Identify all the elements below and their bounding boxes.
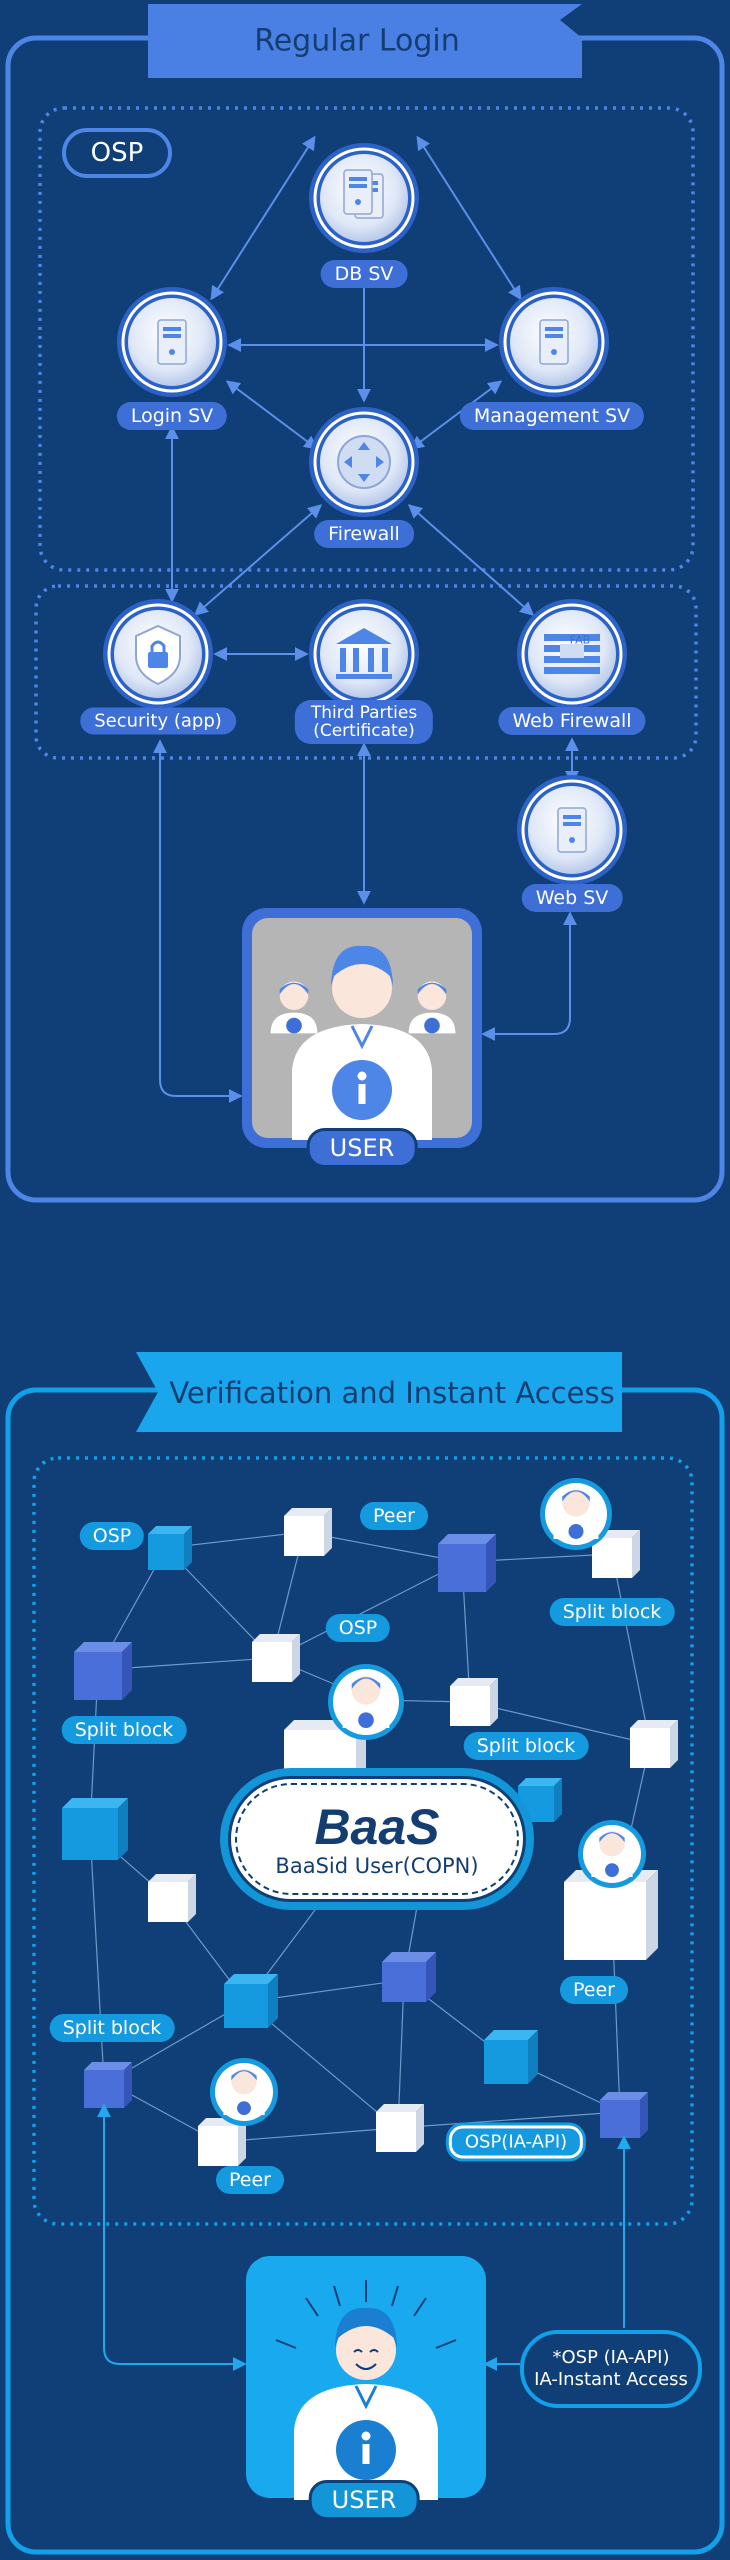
split-block-label-4: Split block xyxy=(49,2014,175,2042)
split-block-label-1: Split block xyxy=(549,1598,675,1626)
login-server-node xyxy=(117,287,227,397)
service-zone xyxy=(34,584,698,760)
firewall-label: Firewall xyxy=(314,520,414,548)
osp-tag: OSP xyxy=(62,128,172,178)
baas-title: BaaS xyxy=(314,1799,440,1855)
instant-access-note: *OSP (IA-API) IA-Instant Access xyxy=(520,2330,702,2408)
db-server-label: DB SV xyxy=(320,260,408,288)
peer-avatars xyxy=(210,1478,646,2126)
split-block-label-3: Split block xyxy=(463,1732,589,1760)
osp-label-2: OSP xyxy=(325,1614,391,1642)
db-server-node xyxy=(309,143,419,253)
regular-user-card xyxy=(242,908,482,1148)
firewall-node xyxy=(309,407,419,517)
web-firewall-label: Web Firewall xyxy=(498,707,646,735)
management-server-label: Management SV xyxy=(459,402,645,430)
regular-user-label: USER xyxy=(306,1128,418,1168)
management-server-node xyxy=(499,287,609,397)
security-app-node xyxy=(103,599,213,709)
access-arrows xyxy=(97,2103,631,2371)
peer-label-1: Peer xyxy=(360,1502,428,1530)
fab-icon-text: FAB xyxy=(569,633,591,647)
verified-user-label: USER xyxy=(308,2480,420,2520)
baas-badge: BaaS BaaSid User(COPN) xyxy=(220,1768,534,1910)
baas-subtitle: BaaSid User(COPN) xyxy=(275,1854,479,1878)
osp-ia-api-label: OSP(IA-API) xyxy=(448,2125,584,2159)
web-server-label: Web SV xyxy=(521,884,623,912)
third-parties-label: Third Parties(Certificate) xyxy=(294,700,434,744)
osp-label-1: OSP xyxy=(79,1522,145,1550)
security-app-label: Security (app) xyxy=(80,707,236,735)
login-server-label: Login SV xyxy=(116,402,228,430)
third-parties-node xyxy=(309,599,419,709)
peer-label-2: Peer xyxy=(560,1976,628,2004)
regular-login-title: Regular Login xyxy=(254,23,460,59)
login-connections xyxy=(153,135,579,1103)
split-block-label-2: Split block xyxy=(61,1716,187,1744)
web-firewall-node xyxy=(517,599,627,709)
regular-login-banner xyxy=(148,4,582,78)
web-server-node xyxy=(517,775,627,885)
verified-user-card xyxy=(246,2256,486,2500)
peer-label-3: Peer xyxy=(216,2166,284,2194)
osp-zone xyxy=(38,106,695,572)
verification-title: Verification and Instant Access xyxy=(169,1376,615,1410)
verification-banner xyxy=(136,1352,622,1432)
